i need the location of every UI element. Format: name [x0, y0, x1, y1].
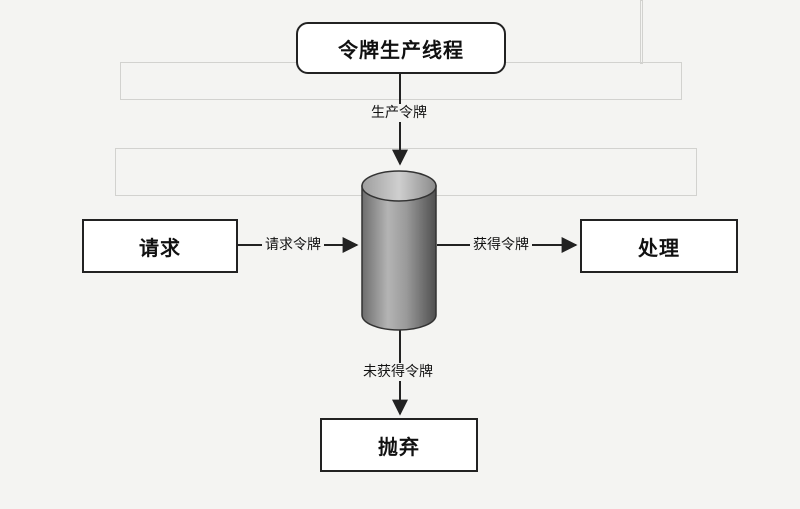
edge-label-produce: 生产令牌: [368, 104, 430, 122]
edge-label-not-acquired: 未获得令牌: [360, 363, 436, 381]
node-token-producer-thread: 令牌生产线程: [296, 22, 506, 74]
token-bucket-cylinder: [361, 170, 437, 331]
background-line-faint: [640, 0, 643, 64]
node-discard: 抛弃: [320, 418, 478, 472]
node-request: 请求: [82, 219, 238, 273]
node-process: 处理: [580, 219, 738, 273]
edge-label-acquired: 获得令牌: [470, 236, 532, 254]
edge-label-request-token: 请求令牌: [262, 236, 324, 254]
